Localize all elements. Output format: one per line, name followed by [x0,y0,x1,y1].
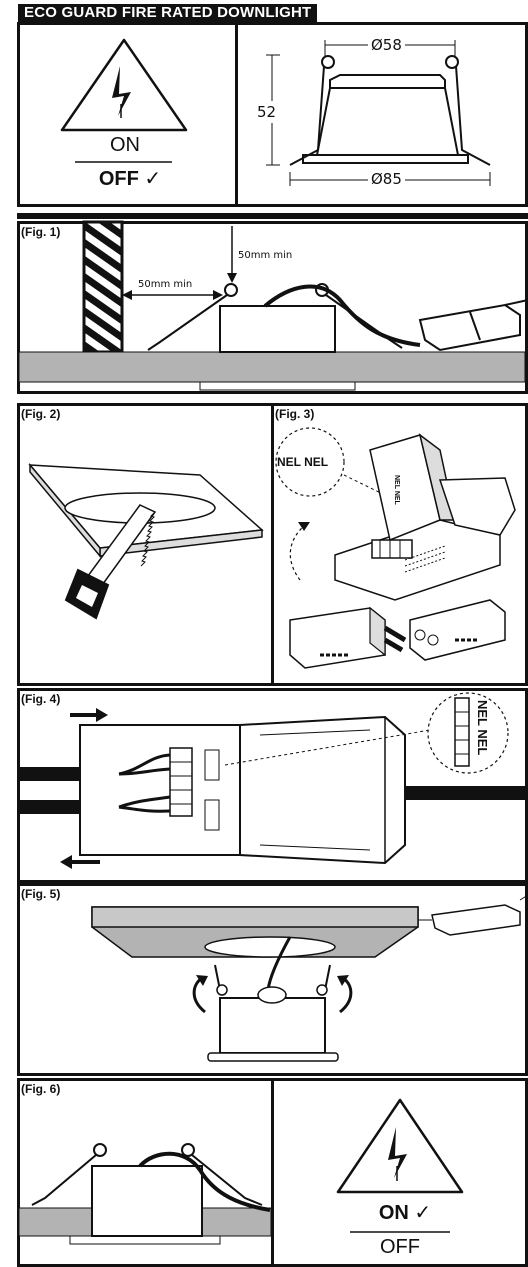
bottom-warning-panel [271,1078,528,1267]
off-label-top: OFF ✓ [80,166,180,191]
dim-diameter-bottom: Ø85 [368,170,405,188]
top-panel-divider [235,22,238,207]
fig1-label: (Fig. 1) [21,225,61,239]
fig5-label: (Fig. 5) [21,887,61,901]
dim-height: 52 [257,101,277,123]
check-icon: ✓ [144,168,162,190]
off-label-bottom: OFF [380,1236,420,1258]
on-text: ON [378,1202,409,1224]
fig2-panel [17,403,274,686]
fig3-label: (Fig. 3) [275,407,315,421]
fig1-top-clearance: 50mm min [238,250,293,261]
on-label-top: ON [110,134,140,156]
dim-diameter-top: Ø58 [368,36,405,54]
fig4-label: (Fig. 4) [21,692,61,706]
fig3-callout-text: NEL NEL [277,455,329,469]
fig2-label: (Fig. 2) [21,407,61,421]
fig1-side-clearance: 50mm min [138,279,193,290]
off-text: OFF [98,168,139,190]
check-icon-bottom: ✓ [414,1202,432,1224]
fig6-label: (Fig. 6) [21,1082,61,1096]
document-title: ECO GUARD FIRE RATED DOWNLIGHT [18,4,318,22]
on-label-bottom: ON ✓ [345,1200,465,1225]
section-separator [17,213,528,219]
